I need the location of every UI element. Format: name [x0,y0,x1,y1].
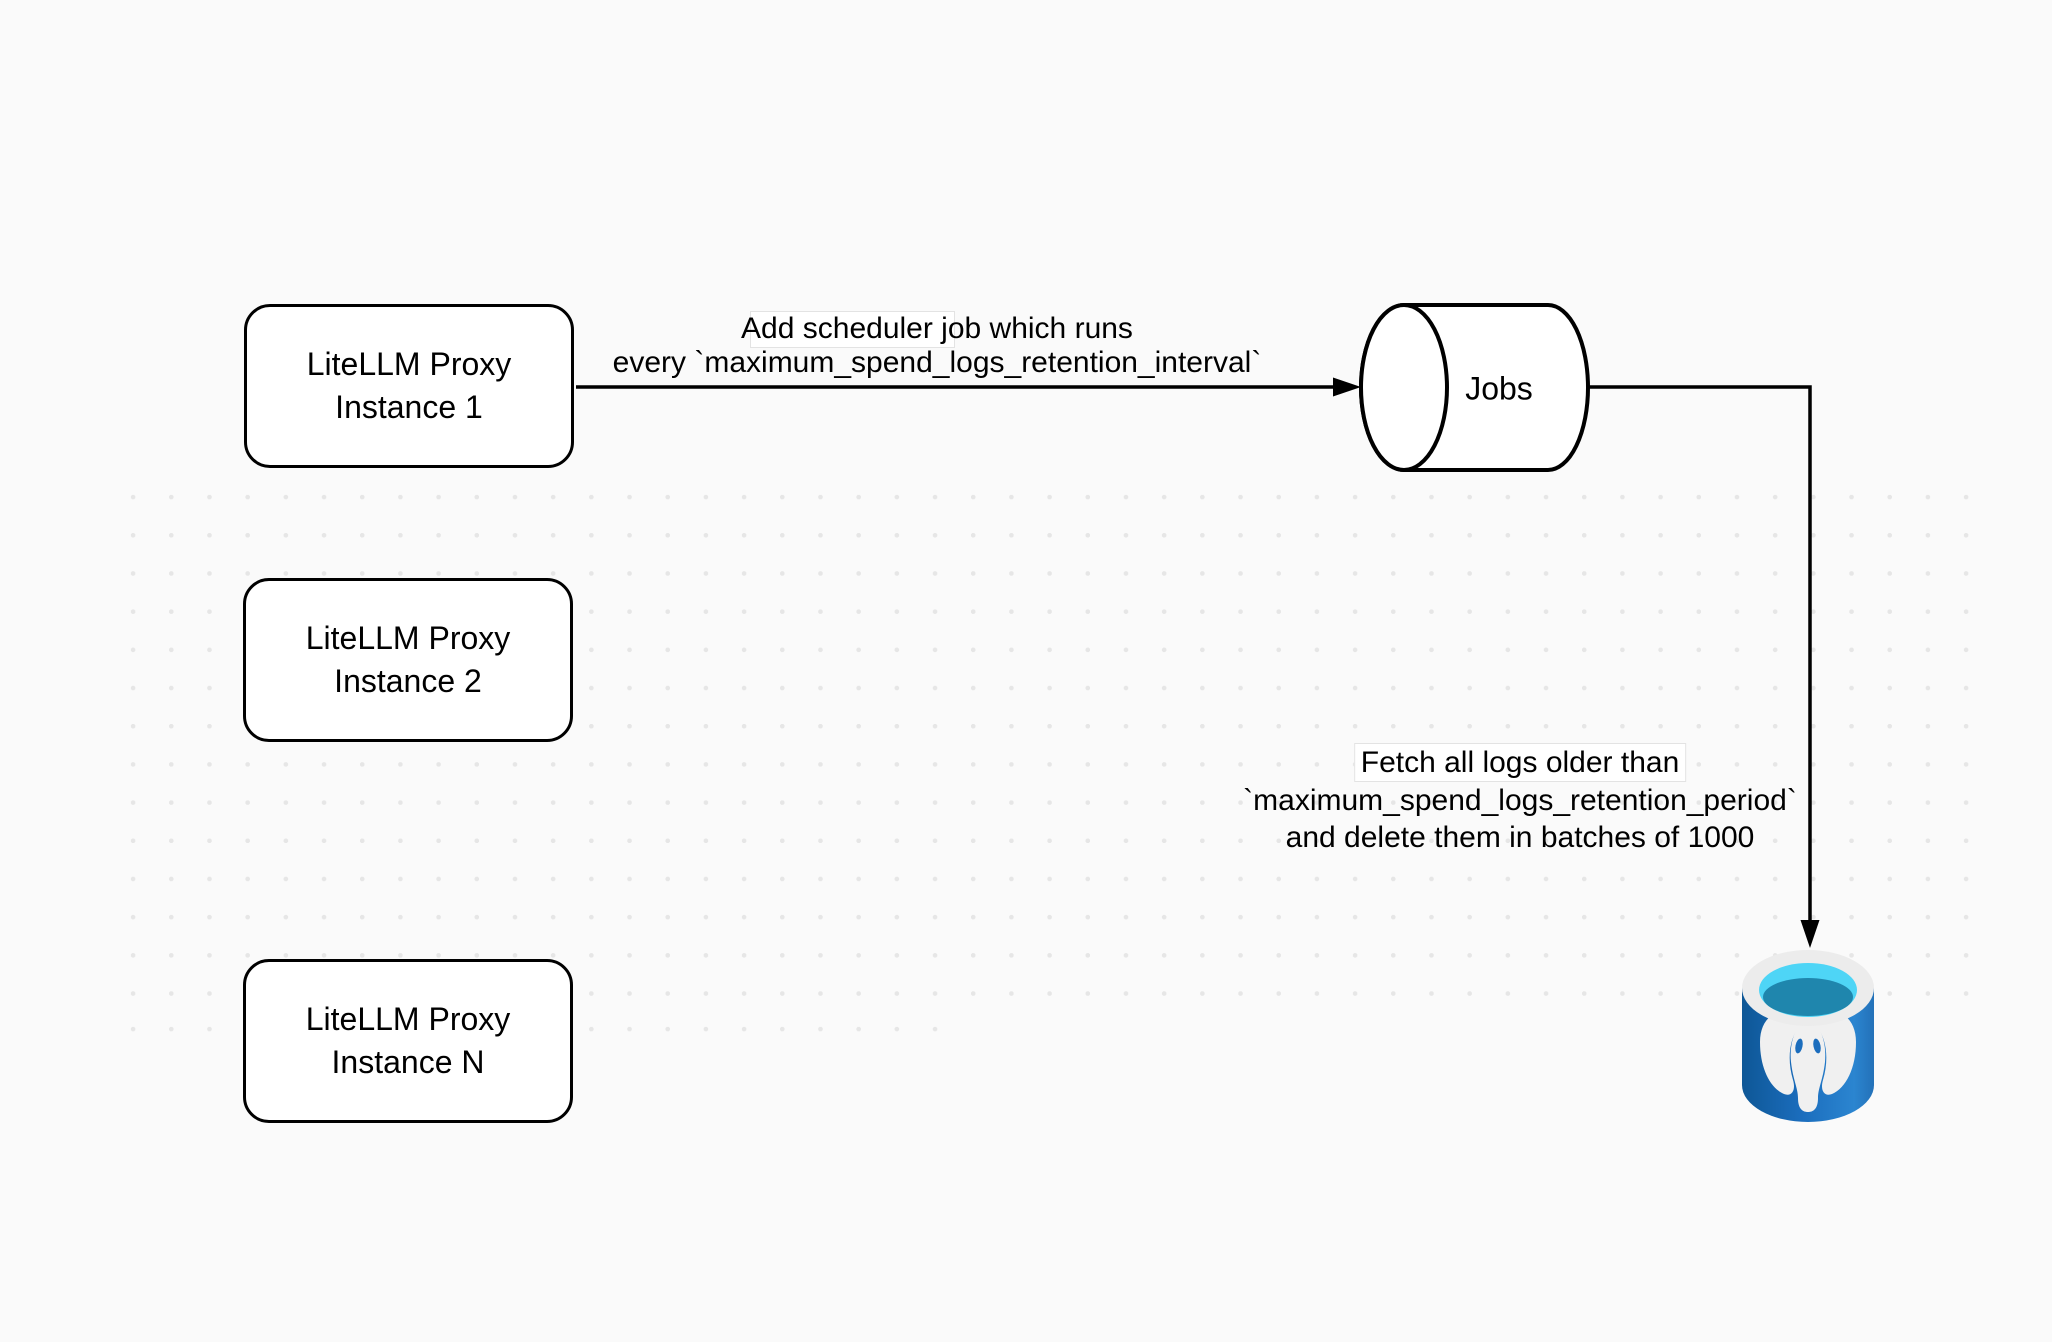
scheduler-arrowhead-icon [1333,377,1361,397]
edge-label-fetch-line2: `maximum_spend_logs_retention_period` [1243,784,1797,817]
postgresql-database-icon [1742,950,1874,1122]
scheduler-label-background [750,311,955,348]
db-opening-depth [1763,978,1853,1016]
node-litellm-proxy-instance-2: LiteLLM Proxy Instance 2 [243,578,573,742]
node-label-line: Instance 2 [334,663,482,699]
node-label-line: LiteLLM Proxy [306,346,512,382]
edge-label-scheduler-line1: Add scheduler job which runs [741,312,1133,345]
fetch-arrow [1588,385,1820,948]
edge-label-fetch: Fetch all logs older than `maximum_spend… [1243,743,1797,856]
edge-label-scheduler-line2: every `maximum_spend_logs_retention_inte… [612,346,1262,379]
node-litellm-proxy-instance-1: LiteLLM Proxy Instance 1 [244,304,574,468]
postgresql-elephant-icon [1760,1009,1856,1112]
edge-label-fetch-line3: and delete them in batches of 1000 [1285,821,1755,854]
node-label-line: LiteLLM Proxy [305,620,511,656]
edge-label-scheduler: Add scheduler job which runs every `maxi… [613,312,1262,380]
edge-label-fetch-line1: Fetch all logs older than [1353,743,1687,782]
jobs-node-label: Jobs [1465,370,1533,407]
jobs-cylinder [1359,303,1590,472]
node-litellm-proxy-instance-n: LiteLLM Proxy Instance N [243,959,573,1123]
scheduler-arrow [576,377,1361,397]
node-label-line: Instance 1 [335,389,483,425]
node-label-line: Instance N [331,1044,485,1080]
node-label-line: LiteLLM Proxy [305,1001,511,1037]
fetch-arrowhead-icon [1800,920,1820,948]
